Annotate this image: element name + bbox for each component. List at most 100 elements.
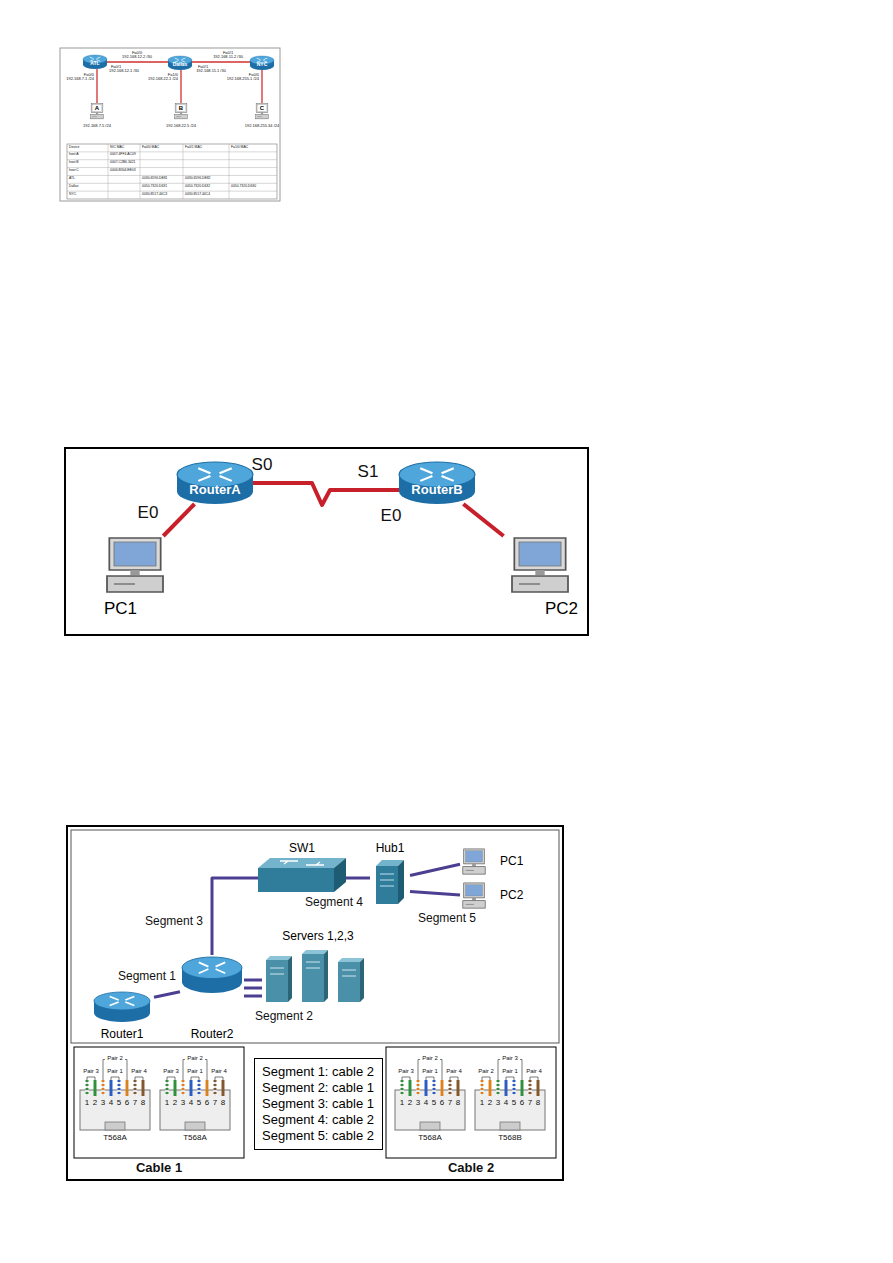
interface-label: S1 xyxy=(358,462,379,482)
pair-label: Pair 3 xyxy=(502,1055,518,1062)
ip-label: 192.168.7.5 /24 xyxy=(83,124,111,129)
cable-title: Cable 2 xyxy=(448,1161,494,1176)
table-cell: Fa1/0 MAC xyxy=(231,146,248,150)
pc-icon: PC1 xyxy=(100,536,172,620)
network-link xyxy=(346,877,370,880)
ip-label: 192.168.255.34 /24 xyxy=(245,124,279,129)
router-icon: Dallas xyxy=(168,56,192,70)
figure-frame xyxy=(60,48,280,201)
pair-label: Pair 1 xyxy=(187,1068,203,1075)
rj45-jack xyxy=(475,1060,545,1131)
ip-label: 192.168.22.1 /24 xyxy=(148,77,178,82)
table-cell: 0007.4FF4.AC09 xyxy=(110,153,136,157)
interface-label: S0 xyxy=(252,455,273,475)
table-cell: host B xyxy=(69,161,79,165)
network-link xyxy=(154,992,180,997)
pair-label: Pair 2 xyxy=(187,1055,203,1062)
ip-label: 192.168.12.1 /30 xyxy=(109,69,139,74)
pair-label: Pair 2 xyxy=(478,1068,494,1075)
router-icon-shape xyxy=(94,992,150,1022)
router-icon: Router2 xyxy=(180,955,244,1042)
ip-label: 192.168.22.5 /24 xyxy=(166,124,196,129)
network-link xyxy=(96,69,97,103)
node-label: PC2 xyxy=(545,599,578,619)
cable-panel xyxy=(74,1047,244,1158)
pin-numbers: 12345678 xyxy=(400,1098,464,1107)
ip-label: 192.168.11.1 /30 xyxy=(196,69,226,74)
switch-icon: SW1 xyxy=(258,842,346,892)
switch-icon-shape xyxy=(258,858,346,892)
node-label: RouterA xyxy=(189,483,240,498)
standard-label: T568A xyxy=(418,1133,442,1142)
node-label: NYC xyxy=(257,62,268,68)
ip-label: 192.168.11.2 /30 xyxy=(213,55,243,60)
segment-label: Segment 4 xyxy=(305,896,363,910)
network-link xyxy=(212,878,258,955)
segment-label: Segment 1 xyxy=(118,970,176,984)
pc-icon-shape xyxy=(505,536,575,596)
table-cell: 0006.B304.EE03 xyxy=(110,169,136,173)
key-line: Segment 3: cable 1 xyxy=(262,1096,374,1112)
pc-icon: PC2 xyxy=(503,536,583,620)
pair-label: Pair 4 xyxy=(131,1068,147,1075)
pair-label: Pair 2 xyxy=(107,1055,123,1062)
pc-icon-shape xyxy=(460,848,488,876)
router-icon: RouterA xyxy=(177,462,253,504)
table-cell: 0050.7320.D630 xyxy=(231,185,256,189)
node-label: ATL xyxy=(90,61,99,67)
table-cell: ATL xyxy=(69,177,75,181)
pair-label: Pair 3 xyxy=(83,1068,99,1075)
server-group: Servers 1,2,3 xyxy=(262,930,374,1006)
standard-label: T568A xyxy=(103,1133,127,1142)
key-line: Segment 2: cable 1 xyxy=(262,1080,374,1096)
key-line: Segment 4: cable 2 xyxy=(262,1112,374,1128)
network-link xyxy=(244,987,262,990)
network-link xyxy=(410,864,460,875)
node-label: A xyxy=(95,105,99,112)
table-cell: NYC xyxy=(69,193,76,197)
cable-panel xyxy=(386,1047,556,1158)
cable-title: Cable 1 xyxy=(136,1161,182,1176)
table-cell: 0050.7320.D631 xyxy=(142,185,167,189)
ip-label: 192.168.7.1 /24 xyxy=(66,77,94,82)
table-cell: Fa0/0 MAC xyxy=(142,146,159,150)
pin-numbers: 12345678 xyxy=(480,1098,544,1107)
router-icon: Router1 xyxy=(90,992,154,1042)
pair-label: Pair 1 xyxy=(502,1068,518,1075)
table-cell: host C xyxy=(69,169,79,173)
network-link xyxy=(163,504,194,536)
segment-label: Segment 5 xyxy=(418,912,476,926)
host-pc: A xyxy=(89,103,105,120)
node-label: C xyxy=(260,105,264,112)
server-group-shape xyxy=(266,948,370,1004)
pair-label: Pair 3 xyxy=(163,1068,179,1075)
figure-frame xyxy=(65,448,588,635)
pair-label: Pair 3 xyxy=(398,1068,414,1075)
network-link xyxy=(253,483,399,505)
node-label: PC2 xyxy=(500,889,523,903)
segment-label: Segment 2 xyxy=(255,1010,313,1024)
network-link xyxy=(463,504,503,536)
interface-label: E0 xyxy=(381,506,402,526)
router-icon: ATL xyxy=(83,55,107,69)
table-cell: 0050.7320.D632 xyxy=(185,185,210,189)
pair-label: Pair 2 xyxy=(422,1055,438,1062)
table-cell: 0030.6596.DE81 xyxy=(142,177,167,181)
node-label: B xyxy=(179,105,183,112)
key-line: Segment 5: cable 2 xyxy=(262,1128,374,1144)
table-cell: 0007.C2B6.3421 xyxy=(110,161,135,165)
figure-frame xyxy=(67,826,563,1180)
pc-icon-shape xyxy=(460,882,488,910)
network-link xyxy=(107,61,168,62)
router-icon: RouterB xyxy=(399,462,475,504)
table-grid xyxy=(67,144,277,199)
key-line: Segment 1: cable 2 xyxy=(262,1064,374,1080)
segment-label: Segment 3 xyxy=(145,915,203,929)
network-panel xyxy=(71,830,559,1043)
pc-icon: PC1 xyxy=(460,848,532,878)
table-cell: 0030.6596.DE82 xyxy=(185,177,210,181)
standard-label: T568A xyxy=(183,1133,207,1142)
rj45-jack xyxy=(395,1060,465,1131)
interface-label: E0 xyxy=(138,503,159,523)
table-cell: Fa0/1 MAC xyxy=(185,146,202,150)
